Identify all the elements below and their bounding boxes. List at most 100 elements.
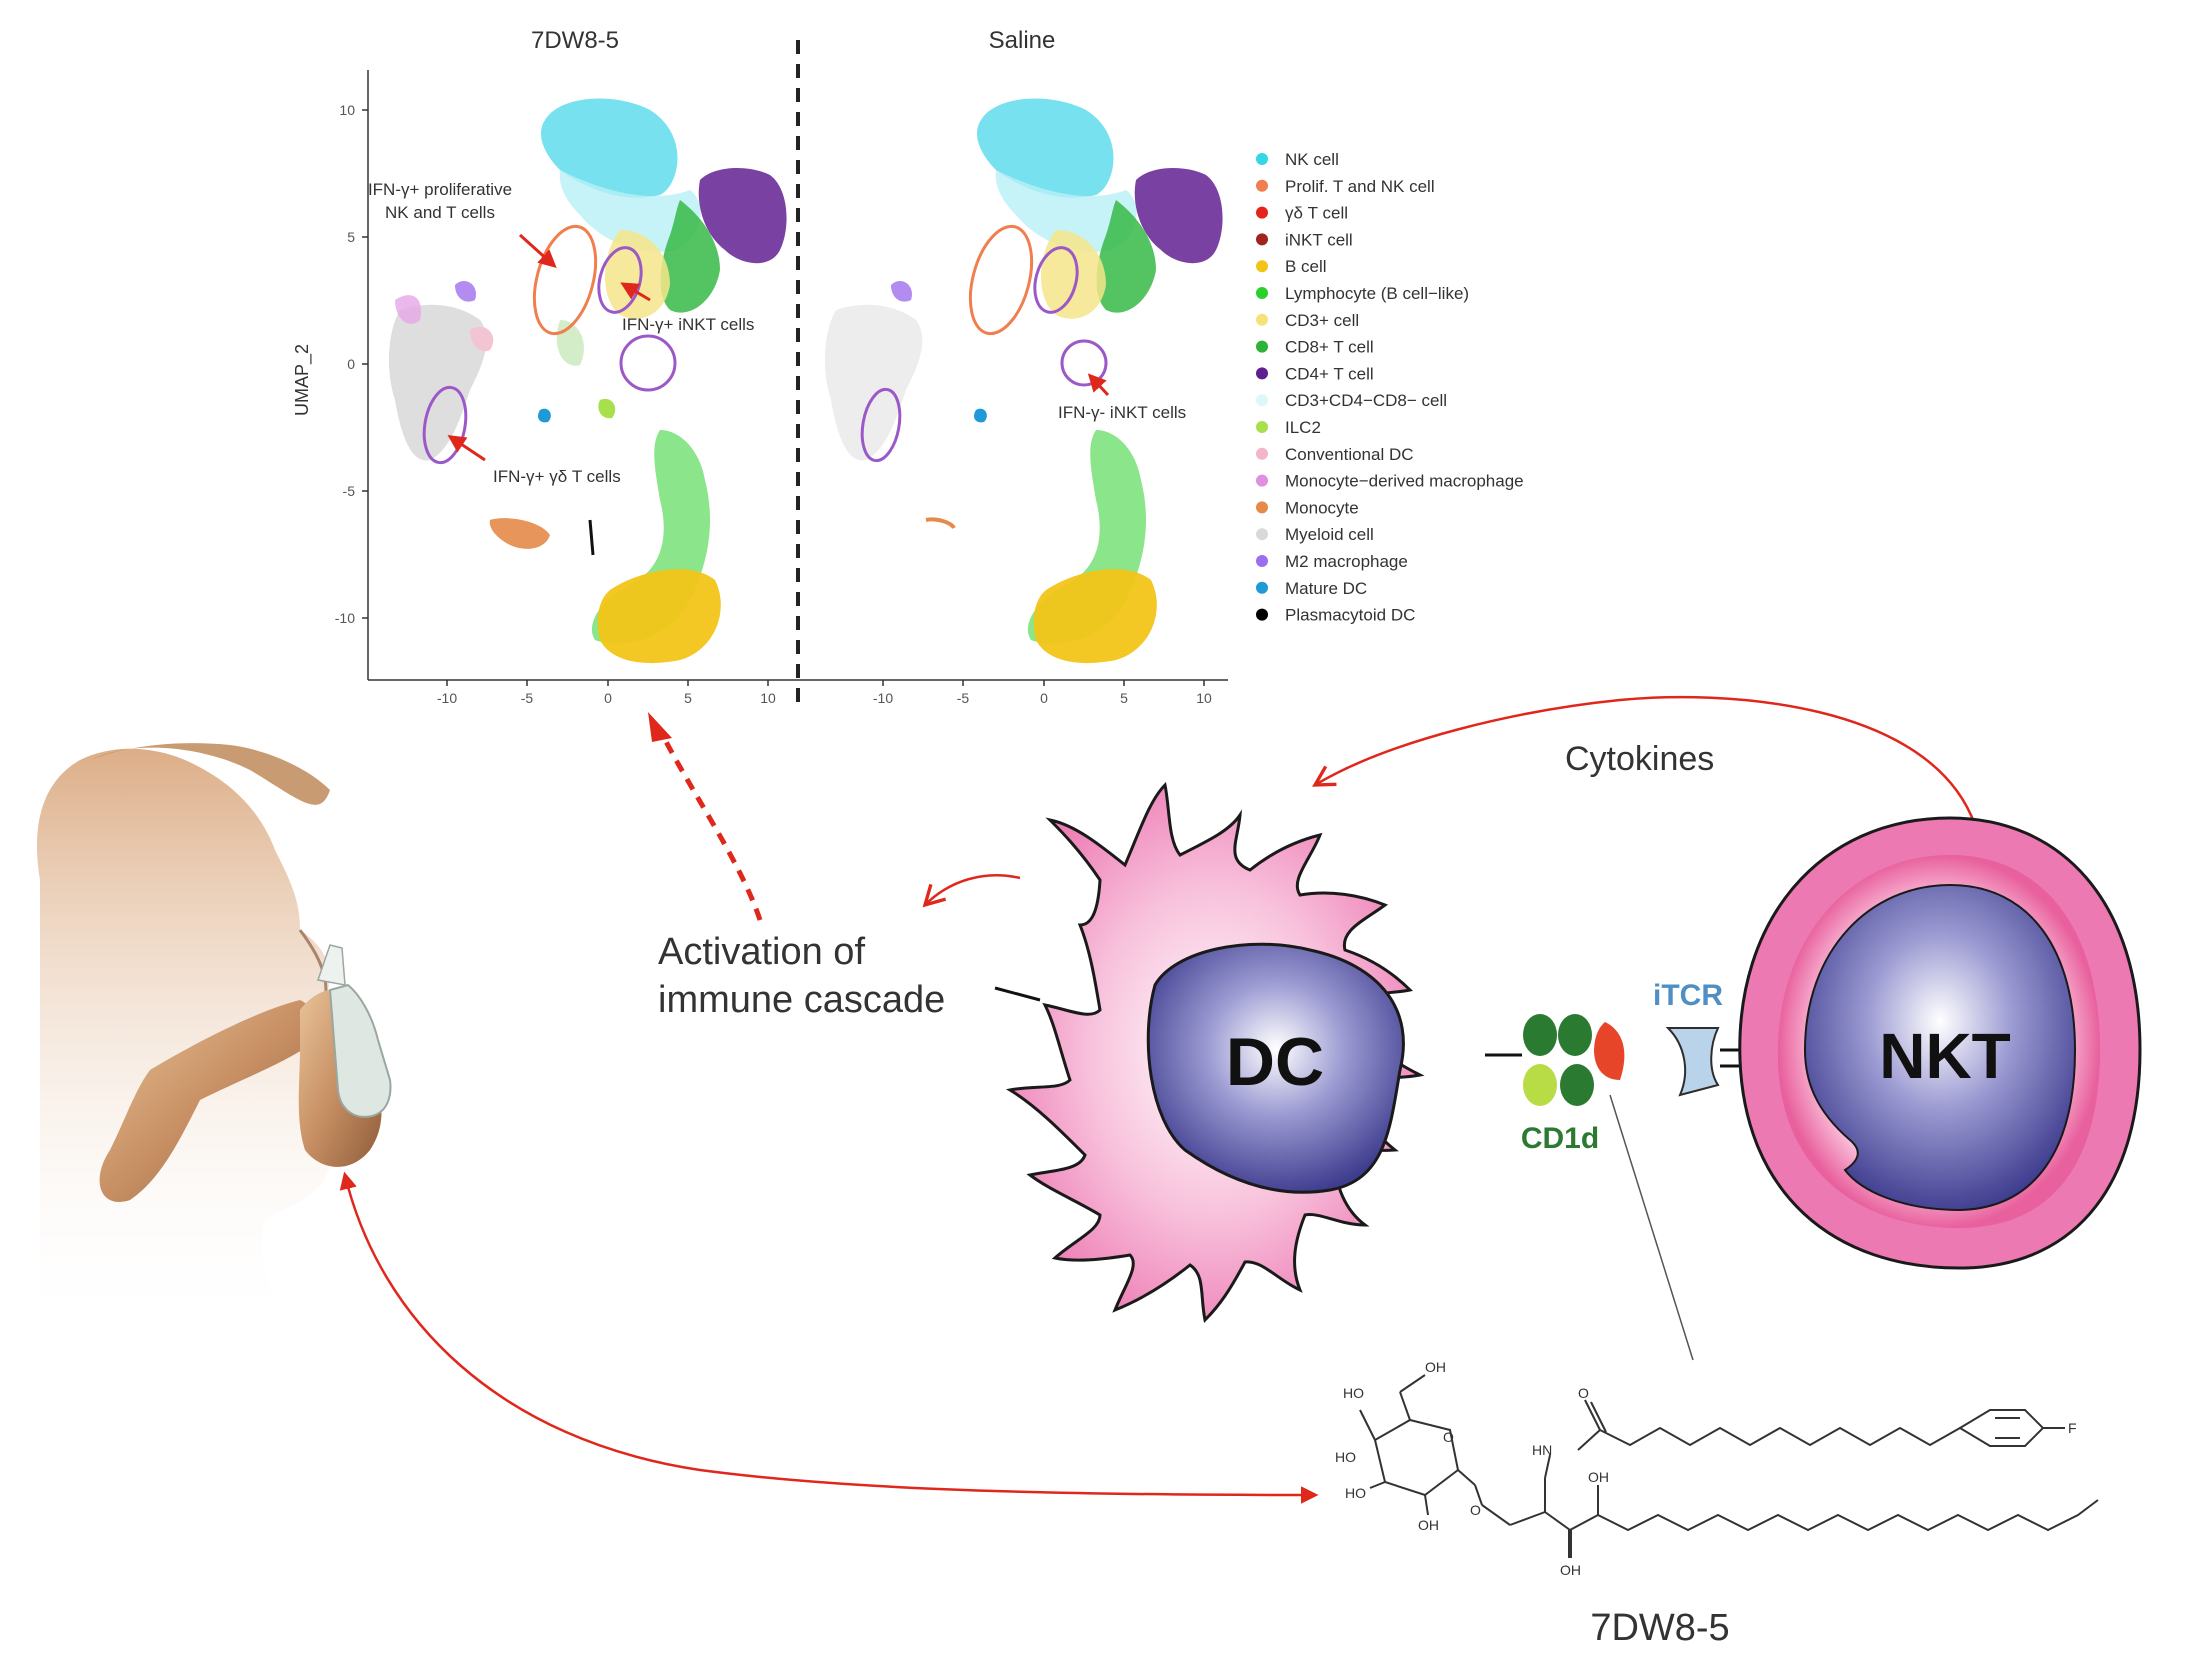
atom-ho-ring: HO bbox=[1335, 1449, 1356, 1465]
compound-atom-labels: HO OH HO O HO OH O O HN OH OH F bbox=[1335, 1359, 2077, 1578]
panel-title-left: 7DW8-5 bbox=[531, 27, 619, 54]
compound-structure bbox=[1359, 1374, 2099, 1558]
itcr-receptor: iTCR bbox=[1653, 979, 1755, 1097]
x-tick-label: 5 bbox=[684, 690, 692, 706]
legend-label: Monocyte−derived macrophage bbox=[1285, 472, 1524, 491]
legend-label: NK cell bbox=[1285, 150, 1339, 169]
x-tick-label: 10 bbox=[1196, 690, 1212, 706]
legend-label: Myeloid cell bbox=[1285, 525, 1374, 544]
itcr-label: iTCR bbox=[1653, 979, 1723, 1012]
legend-swatch bbox=[1256, 474, 1268, 487]
legend-swatch bbox=[1256, 367, 1268, 380]
compound-name: 7DW8-5 bbox=[1590, 1607, 1729, 1649]
legend-swatch bbox=[1256, 179, 1268, 192]
annot-prolif-line1: IFN-γ+ proliferative bbox=[368, 180, 512, 199]
x-tick-label: -10 bbox=[437, 690, 457, 706]
x-tick-label: 0 bbox=[1040, 690, 1048, 706]
x-tick-label: 0 bbox=[604, 690, 612, 706]
annot-gd-positive: IFN-γ+ γδ T cells bbox=[493, 467, 621, 486]
nkt-cell: NKT bbox=[1738, 816, 2142, 1270]
atom-nh: HN bbox=[1532, 1442, 1552, 1458]
x-tick-label: -5 bbox=[521, 690, 534, 706]
dc-tick-mark bbox=[994, 986, 1041, 1002]
umap-right-clusters bbox=[824, 98, 1223, 664]
legend-label: CD3+ cell bbox=[1285, 311, 1359, 330]
dashed-arrow-head bbox=[648, 712, 672, 742]
arrows bbox=[339, 695, 1977, 1504]
legend-label: Conventional DC bbox=[1285, 445, 1414, 464]
legend-label: iNKT cell bbox=[1285, 230, 1353, 249]
cytokines-arrow bbox=[1312, 695, 1977, 826]
legend-label: ILC2 bbox=[1285, 418, 1321, 437]
annot-inkt-positive: IFN-γ+ iNKT cells bbox=[622, 315, 754, 334]
legend-swatch bbox=[1256, 287, 1268, 299]
nkt-nucleus bbox=[1803, 883, 2077, 1212]
bidirectional-arrow-spray-compound bbox=[339, 1171, 1319, 1504]
legend-swatch bbox=[1256, 233, 1268, 246]
legend-swatch bbox=[1256, 447, 1268, 460]
y-tick-label: 10 bbox=[339, 102, 355, 118]
atom-oh-top: OH bbox=[1425, 1359, 1446, 1375]
legend-swatch bbox=[1256, 421, 1268, 433]
legend-swatch bbox=[1256, 555, 1268, 567]
legend-swatch bbox=[1256, 260, 1268, 273]
legend-label: B cell bbox=[1285, 257, 1327, 276]
legend-swatch bbox=[1256, 581, 1268, 594]
atom-f: F bbox=[2068, 1420, 2077, 1436]
legend-label: Lymphocyte (B cell−like) bbox=[1285, 284, 1469, 303]
cd1d-complex: CD1d bbox=[1485, 1014, 1694, 1361]
pointer-line-to-molecule bbox=[1609, 1094, 1694, 1361]
legend-swatch bbox=[1256, 206, 1268, 219]
activation-arrow bbox=[922, 874, 1021, 908]
dc-nucleus bbox=[1146, 942, 1405, 1194]
spray-bottle bbox=[328, 983, 392, 1118]
activation-label-line1: Activation of bbox=[658, 931, 865, 973]
y-tick-label: -10 bbox=[335, 610, 355, 626]
legend-label: CD8+ T cell bbox=[1285, 338, 1374, 357]
annot-inkt-negative: IFN-γ- iNKT cells bbox=[1058, 403, 1186, 422]
atom-oh-chain: OH bbox=[1588, 1469, 1609, 1485]
legend-label: CD3+CD4−CD8− cell bbox=[1285, 391, 1447, 410]
legend-swatch bbox=[1256, 608, 1268, 621]
legend-swatch bbox=[1256, 340, 1268, 353]
cd1d-subunit-3 bbox=[1523, 1064, 1557, 1106]
legend-swatch bbox=[1256, 313, 1268, 326]
atom-o-ring: O bbox=[1443, 1429, 1454, 1445]
legend-label: γδ T cell bbox=[1285, 204, 1348, 223]
legend-label: Monocyte bbox=[1285, 498, 1359, 517]
fluorophenyl-ring bbox=[1958, 1409, 2045, 1447]
x-tick-label: -5 bbox=[957, 690, 970, 706]
cytokines-label: Cytokines bbox=[1565, 740, 1714, 778]
x-tick-label: 10 bbox=[760, 690, 776, 706]
panel-title-right: Saline bbox=[989, 27, 1056, 54]
y-tick-label: 0 bbox=[347, 356, 355, 372]
legend-label: M2 macrophage bbox=[1285, 552, 1408, 571]
legend-swatch bbox=[1256, 153, 1268, 165]
itcr-shape bbox=[1665, 1027, 1720, 1097]
y-axis-label: UMAP_2 bbox=[292, 344, 313, 416]
dendritic-cell: DC bbox=[994, 781, 1425, 1324]
annot-prolif-line2: NK and T cells bbox=[385, 203, 495, 222]
glycolipid-antigen bbox=[1594, 1022, 1625, 1080]
atom-oh-lower: OH bbox=[1560, 1562, 1581, 1578]
spray-nozzle bbox=[317, 944, 346, 986]
legend-swatch bbox=[1256, 528, 1268, 541]
atom-oh-ring: OH bbox=[1418, 1517, 1439, 1533]
legend-swatch bbox=[1256, 501, 1268, 514]
hair bbox=[90, 743, 330, 805]
legend-swatch bbox=[1256, 394, 1268, 407]
activation-label-line2: immune cascade bbox=[658, 979, 945, 1021]
atom-o-carbonyl: O bbox=[1578, 1385, 1589, 1401]
dashed-arrow-to-umap bbox=[657, 728, 763, 921]
x-tick-label: -10 bbox=[873, 690, 893, 706]
person-nasal-spray-illustration bbox=[36, 743, 392, 1340]
atom-o-link: O bbox=[1470, 1502, 1481, 1518]
y-tick-label: 5 bbox=[347, 229, 355, 245]
left-hand bbox=[99, 1000, 319, 1202]
atom-ho-top: HO bbox=[1343, 1385, 1364, 1401]
cd1d-subunit-4 bbox=[1560, 1064, 1594, 1106]
legend-label: Plasmacytoid DC bbox=[1285, 606, 1415, 625]
